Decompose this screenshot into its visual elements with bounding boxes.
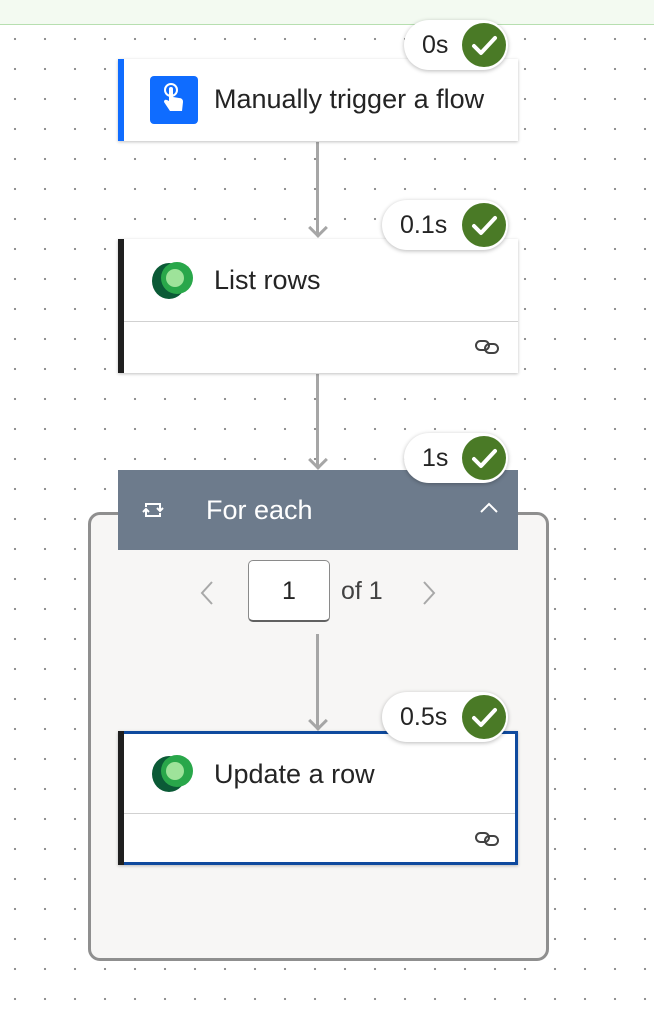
- update-row-status-badge: 0.5s: [382, 692, 508, 742]
- top-banner: [0, 0, 654, 25]
- dataverse-icon: [150, 752, 200, 794]
- dataverse-icon: [150, 259, 200, 301]
- link-icon[interactable]: [474, 830, 500, 848]
- chevron-right-icon[interactable]: [420, 579, 438, 607]
- trigger-duration: 0s: [422, 31, 449, 59]
- trigger-card[interactable]: Manually trigger a flow: [118, 59, 518, 141]
- list-rows-duration: 0.1s: [400, 211, 448, 239]
- check-icon: [462, 203, 506, 247]
- chevron-left-icon[interactable]: [198, 579, 216, 607]
- check-icon: [462, 23, 506, 67]
- connector-trigger-list: [316, 142, 319, 234]
- foreach-title: For each: [206, 495, 313, 525]
- trigger-status-badge: 0s: [404, 20, 508, 70]
- update-row-footer: [124, 813, 515, 862]
- list-rows-accent: [118, 239, 124, 373]
- foreach-status-badge: 1s: [404, 433, 508, 483]
- foreach-duration: 1s: [422, 444, 449, 472]
- check-icon: [462, 695, 506, 739]
- update-row-card[interactable]: Update a row: [118, 731, 518, 865]
- connector-pager-update: [316, 634, 319, 727]
- list-rows-card[interactable]: List rows: [118, 239, 518, 373]
- list-rows-footer: [124, 321, 518, 373]
- pager-total: of 1: [341, 577, 383, 605]
- touch-hand-icon: [150, 76, 198, 124]
- connector-list-foreach: [316, 374, 319, 466]
- trigger-accent: [118, 59, 124, 141]
- arrowhead-list: [308, 218, 328, 238]
- link-icon[interactable]: [474, 338, 500, 356]
- trigger-title: Manually trigger a flow: [214, 84, 485, 114]
- chevron-up-icon[interactable]: [478, 500, 500, 516]
- list-rows-status-badge: 0.1s: [382, 200, 508, 250]
- arrowhead-foreach: [308, 450, 328, 470]
- update-row-accent: [118, 731, 124, 865]
- update-row-duration: 0.5s: [400, 703, 448, 731]
- pager-current-input[interactable]: 1: [248, 560, 330, 622]
- foreach-header[interactable]: For each: [118, 470, 518, 550]
- update-row-title: Update a row: [214, 759, 375, 789]
- check-icon: [462, 436, 506, 480]
- list-rows-title: List rows: [214, 265, 321, 295]
- loop-icon: [140, 498, 166, 522]
